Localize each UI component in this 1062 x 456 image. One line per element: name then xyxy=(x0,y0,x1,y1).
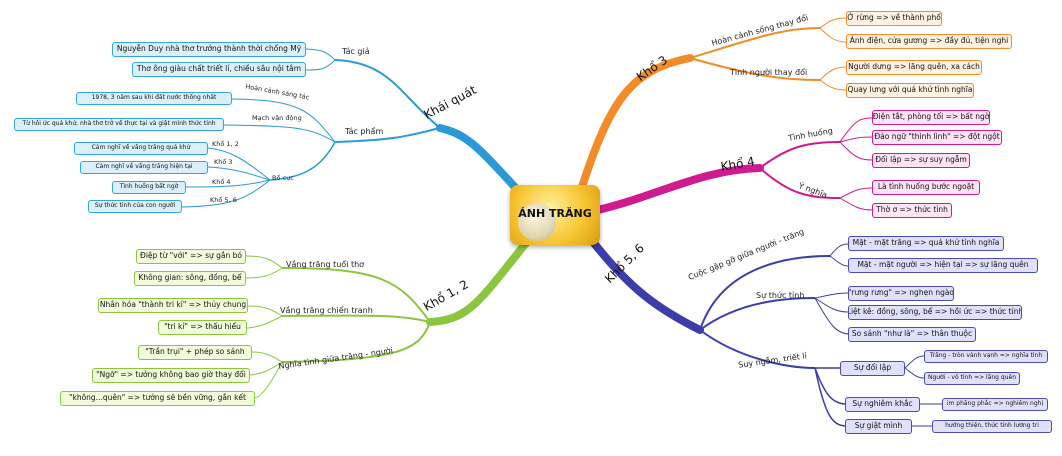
node-bo-cuc-1[interactable]: Cảm nghĩ về vầng trăng quá khứ xyxy=(74,142,208,155)
node-chien-tranh-1[interactable]: Nhân hóa "thành tri kỉ" => thủy chung xyxy=(98,298,248,313)
node-cuoc-gap-1[interactable]: Mặt - mặt trăng => quá khứ tình nghĩa xyxy=(848,236,1004,251)
node-thuc-tinh-3[interactable]: So sánh "như là" => thân thuộc xyxy=(848,327,976,342)
node-chien-tranh-2[interactable]: "tri kỉ" => thấu hiểu xyxy=(158,320,247,335)
label-tac-gia: Tác giả xyxy=(342,47,370,56)
label-bo-cuc: Bố cục xyxy=(272,174,294,182)
node-tinh-nguoi-1[interactable]: Người dưng => lãng quên, xa cách xyxy=(846,60,982,75)
node-thuc-tinh-2[interactable]: Liệt kê: đồng, sông, bể => hồi ức => thứ… xyxy=(848,305,1022,320)
node-thuc-tinh-1[interactable]: "rưng rưng" => nghẹn ngào xyxy=(848,286,954,301)
node-tuoi-tho-1[interactable]: Điệp từ "với" => sự gắn bó xyxy=(136,249,246,264)
label-mach-van-dong: Mạch vận động xyxy=(252,114,302,122)
node-nghiem-khac-1[interactable]: im phăng phắc => nghiêm nghị xyxy=(942,398,1048,411)
label-su-thuc-tinh: Sự thức tỉnh xyxy=(756,291,805,300)
node-y-nghia-1[interactable]: Là tình huống bước ngoặt xyxy=(872,180,980,195)
label-bo-cuc-1: Khổ 1, 2 xyxy=(212,140,239,148)
node-y-nghia-2[interactable]: Thờ ơ => thức tỉnh xyxy=(872,203,952,218)
central-topic[interactable]: ÁNH TRĂNG xyxy=(510,185,600,245)
label-bo-cuc-2: Khổ 3 xyxy=(214,158,233,166)
node-su-giat-minh[interactable]: Sự giật mình xyxy=(845,419,912,434)
node-su-doi-lap[interactable]: Sự đối lập xyxy=(840,361,905,376)
node-bo-cuc-3[interactable]: Tình huống bất ngờ xyxy=(112,181,186,194)
branch-kho4 xyxy=(594,164,764,214)
label-tac-pham: Tác phẩm xyxy=(345,127,384,136)
label-vang-trang-tuoi-tho: Vầng trăng tuổi thơ xyxy=(286,260,365,269)
node-tinh-huong-3[interactable]: Đối lập => sự suy ngẫm xyxy=(872,153,970,168)
node-bo-cuc-4[interactable]: Sự thức tỉnh của con người xyxy=(88,200,182,213)
branch-kho56 xyxy=(586,234,704,334)
node-bo-cuc-2[interactable]: Cảm nghĩ về vầng trăng hiện tại xyxy=(80,161,208,174)
label-vang-trang-chien-tranh: Vầng trăng chiến tranh xyxy=(280,306,373,315)
node-tac-gia-2[interactable]: Thơ ông giàu chất triết lí, chiều sâu nộ… xyxy=(132,62,306,77)
node-hoan-canh-song-2[interactable]: Ánh điện, cửa gương => đầy đủ, tiện nghi xyxy=(846,34,1012,49)
label-tinh-nguoi: Tình người thay đổi xyxy=(730,68,808,77)
node-giat-minh-1[interactable]: hướng thiện, thức tỉnh lương tri xyxy=(932,420,1052,433)
moon-image xyxy=(518,203,556,241)
node-tinh-huong-2[interactable]: Đảo ngữ "thình lình" => đột ngột xyxy=(872,130,1002,145)
node-hoan-canh-song-1[interactable]: Ở rừng => về thành phố xyxy=(846,11,942,26)
node-mach-van-dong[interactable]: Từ hồi ức quá khứ, nhà thơ trở về thực t… xyxy=(14,118,224,131)
node-cuoc-gap-2[interactable]: Mặt - mặt người => hiện tại => sự lãng q… xyxy=(848,258,1038,273)
label-bo-cuc-4: Khổ 5, 6 xyxy=(210,196,237,204)
branch-kho12 xyxy=(426,234,534,326)
node-su-nghiem-khac[interactable]: Sự nghiêm khắc xyxy=(845,397,920,412)
node-nghia-tinh-1[interactable]: "Trần trụi" + phép so sánh xyxy=(138,345,252,360)
node-doi-lap-2[interactable]: Người - vô tình => lãng quên xyxy=(924,372,1020,385)
node-tinh-nguoi-2[interactable]: Quay lưng với quá khứ tình nghĩa xyxy=(846,83,974,98)
node-doi-lap-1[interactable]: Trăng - tròn vành vạnh => nghĩa tình xyxy=(924,350,1048,363)
node-hoan-canh-sang-tac[interactable]: 1978, 3 năm sau khi đất nước thống nhất xyxy=(76,92,232,105)
node-nghia-tinh-2[interactable]: "Ngỡ" => tưởng không bao giờ thay đổi xyxy=(92,368,250,383)
branch-kho3 xyxy=(576,54,694,197)
node-tuoi-tho-2[interactable]: Không gian: sông, đồng, bể xyxy=(134,271,246,286)
central-topic-title: ÁNH TRĂNG xyxy=(518,207,592,220)
label-bo-cuc-3: Khổ 4 xyxy=(212,178,231,186)
node-nghia-tinh-3[interactable]: "không...quên" => tưởng sẽ bền vững, gắn… xyxy=(60,391,255,406)
node-tac-gia-1[interactable]: Nguyễn Duy nhà thơ trưởng thành thời chố… xyxy=(112,42,306,57)
node-tinh-huong-1[interactable]: Điện tắt, phòng tối => bất ngờ xyxy=(872,110,990,125)
